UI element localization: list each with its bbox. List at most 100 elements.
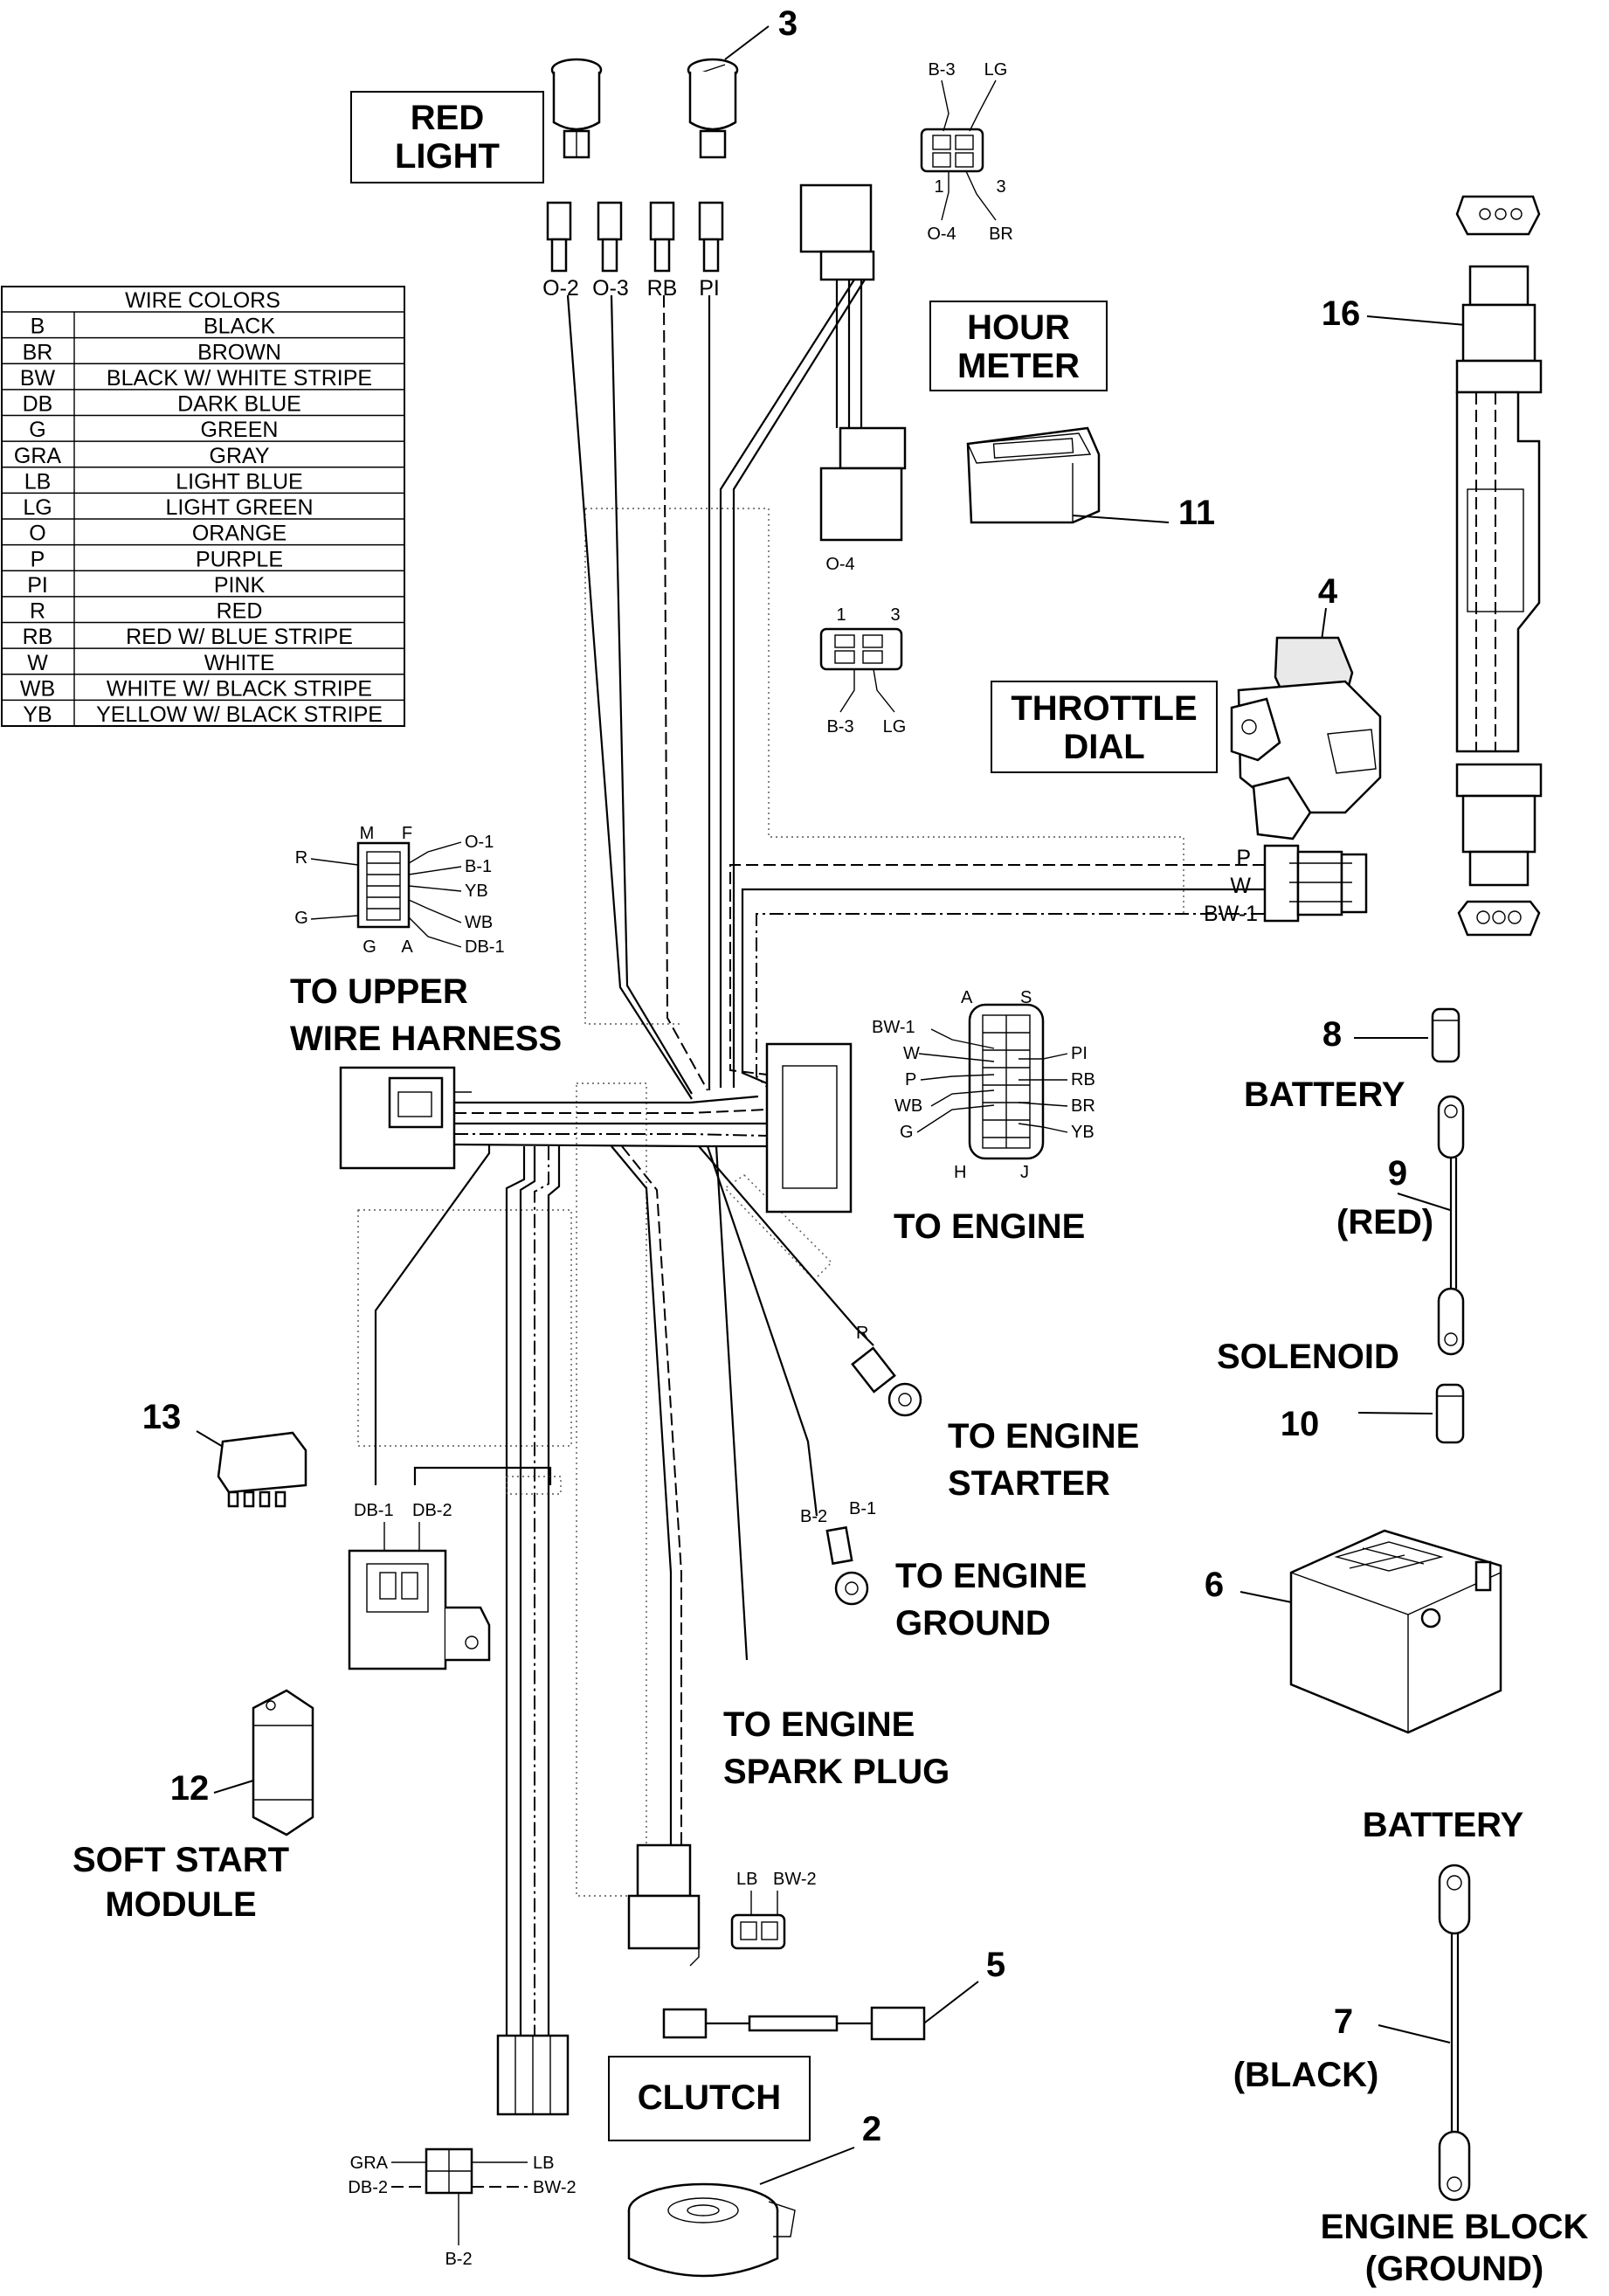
up-pin-m: M <box>360 824 375 843</box>
hour-meter-plug-mid: 1 3 B-3 LG <box>819 605 906 737</box>
indicator-light-right <box>687 58 739 159</box>
pin-rb: RB <box>647 276 678 301</box>
to-spark-label-line2: SPARK PLUG <box>723 1753 950 1791</box>
cable-9 <box>1437 1095 1465 1356</box>
to-ground-label-line2: GROUND <box>895 1604 1051 1642</box>
callout-2: 2 <box>862 2110 881 2148</box>
wire-color-code: R <box>30 599 45 624</box>
up-pin-a: A <box>401 937 413 957</box>
red-light-label-line2: LIGHT <box>395 137 500 176</box>
hour-meter-label-line2: METER <box>957 347 1080 385</box>
up-pin-yb: YB <box>465 882 488 901</box>
wire-color-code: WB <box>20 676 55 701</box>
wire-color-code: LB <box>24 469 52 494</box>
clutch-harness-connector <box>627 1843 701 1967</box>
bottom-harness-connector <box>496 2034 570 2116</box>
hm-pin-o4: O-4 <box>927 225 956 244</box>
relay-pin-db2: DB-2 <box>412 1501 452 1520</box>
wire-color-name: WHITE W/ BLACK STRIPE <box>107 676 372 701</box>
up-pin-db1: DB-1 <box>465 937 505 957</box>
hour-meter-label-line1: HOUR <box>967 308 1070 347</box>
eng-pin-a: A <box>961 988 973 1007</box>
callout-4: 4 <box>1318 572 1338 611</box>
clutch-pin-bw2: BW-2 <box>773 1870 817 1889</box>
eng-pin-br: BR <box>1071 1096 1095 1116</box>
relay-connector: DB-1 DB-2 <box>348 1466 552 1670</box>
to-ground-label-line1: TO ENGINE <box>895 1557 1087 1595</box>
up-pin-f: F <box>402 824 412 843</box>
engine-block-label-line2: (GROUND) <box>1365 2250 1543 2288</box>
callout-6: 6 <box>1205 1566 1224 1604</box>
wire-color-code: RB <box>23 625 53 649</box>
wire-color-code: BW <box>20 366 56 391</box>
wire-color-name: GREEN <box>201 418 279 442</box>
to-starter-label-line1: TO ENGINE <box>948 1417 1139 1456</box>
wire-color-name: PURPLE <box>196 547 283 571</box>
hm-pin-b3: B-3 <box>928 60 955 80</box>
to-spark-label-line1: TO ENGINE <box>723 1705 915 1744</box>
eng-pin-pi: PI <box>1071 1044 1088 1063</box>
soft-start-label-line1: SOFT START <box>73 1841 289 1879</box>
up-pin-g2: G <box>363 937 376 957</box>
callout-8: 8 <box>1322 1015 1342 1054</box>
to-upper-label-line2: WIRE HARNESS <box>290 1020 562 1058</box>
black-label: (BLACK) <box>1233 2056 1379 2094</box>
wire-color-code: YB <box>23 702 52 727</box>
soft-start-label-line2: MODULE <box>105 1885 256 1924</box>
throttle-dial-label-line2: DIAL <box>1063 728 1144 766</box>
hm-pin-br: BR <box>989 225 1013 244</box>
up-pin-wb: WB <box>465 913 493 932</box>
hm-pin-1: 1 <box>934 177 943 197</box>
main-harness <box>339 279 1265 2036</box>
pin-o2: O-2 <box>542 276 579 301</box>
to-engine-label: TO ENGINE <box>894 1207 1085 1246</box>
bp-pin-lb: LB <box>533 2154 554 2173</box>
throttle-dial-label-box: THROTTLE DIAL <box>991 681 1218 773</box>
wire-color-name: PINK <box>214 573 266 598</box>
eng-pin-wb: WB <box>894 1096 922 1116</box>
cap-8 <box>1431 1007 1461 1063</box>
throttle-dial <box>1230 636 1382 840</box>
jumper-5 <box>662 2006 926 2041</box>
callout-10: 10 <box>1281 1405 1320 1443</box>
bp-pin-bw2: BW-2 <box>533 2178 577 2197</box>
ground-pin-b1: B-1 <box>849 1499 876 1518</box>
clutch-label-box: CLUTCH <box>608 2056 811 2141</box>
item-16-harness <box>1455 195 1543 937</box>
solenoid-label: SOLENOID <box>1217 1338 1399 1376</box>
to-upper-label-line1: TO UPPER <box>290 972 468 1011</box>
wire-color-code: BR <box>23 340 53 364</box>
light-terminals: O-2 O-3 RB PI <box>542 201 724 301</box>
wire-color-name: GRAY <box>210 444 270 468</box>
red-light-label-line1: RED <box>411 99 484 137</box>
hour-meter <box>966 426 1101 524</box>
bp-pin-b2: B-2 <box>445 2250 472 2269</box>
wire-color-code: O <box>29 522 45 546</box>
eng-pin-rb: RB <box>1071 1070 1095 1089</box>
soft-start-module <box>252 1689 314 1836</box>
relay-13 <box>217 1431 307 1508</box>
wire-color-name: DARK BLUE <box>177 392 301 417</box>
up-pin-b1: B-1 <box>465 857 492 876</box>
wire-color-name: BLACK W/ WHITE STRIPE <box>107 366 372 391</box>
bp-pin-gra: GRA <box>350 2154 389 2173</box>
throttle-dial-label-line1: THROTTLE <box>1011 689 1197 728</box>
hm-lead-o4: O-4 <box>825 555 854 574</box>
wire-color-name: BLACK <box>204 315 275 339</box>
wire-color-name: ORANGE <box>192 522 287 546</box>
hm-mid-1: 1 <box>836 605 846 625</box>
callout-16: 16 <box>1322 294 1361 333</box>
wire-color-name: BROWN <box>197 340 281 364</box>
hm-mid-b3: B-3 <box>826 717 853 737</box>
engine-block-label-line1: ENGINE BLOCK <box>1321 2208 1589 2246</box>
upper-harness-plug-detail: M F R O-1 B-1 YB G WB G A DB-1 <box>294 824 504 957</box>
callout-11: 11 <box>1178 494 1215 532</box>
callout-12: 12 <box>170 1769 210 1808</box>
throttle-pin-w: W <box>1230 874 1251 898</box>
battery-top-label: BATTERY <box>1244 1075 1405 1114</box>
hm-pin-lg: LG <box>984 60 1008 80</box>
starter-pin-r: R <box>856 1324 868 1343</box>
battery-6 <box>1289 1529 1502 1734</box>
